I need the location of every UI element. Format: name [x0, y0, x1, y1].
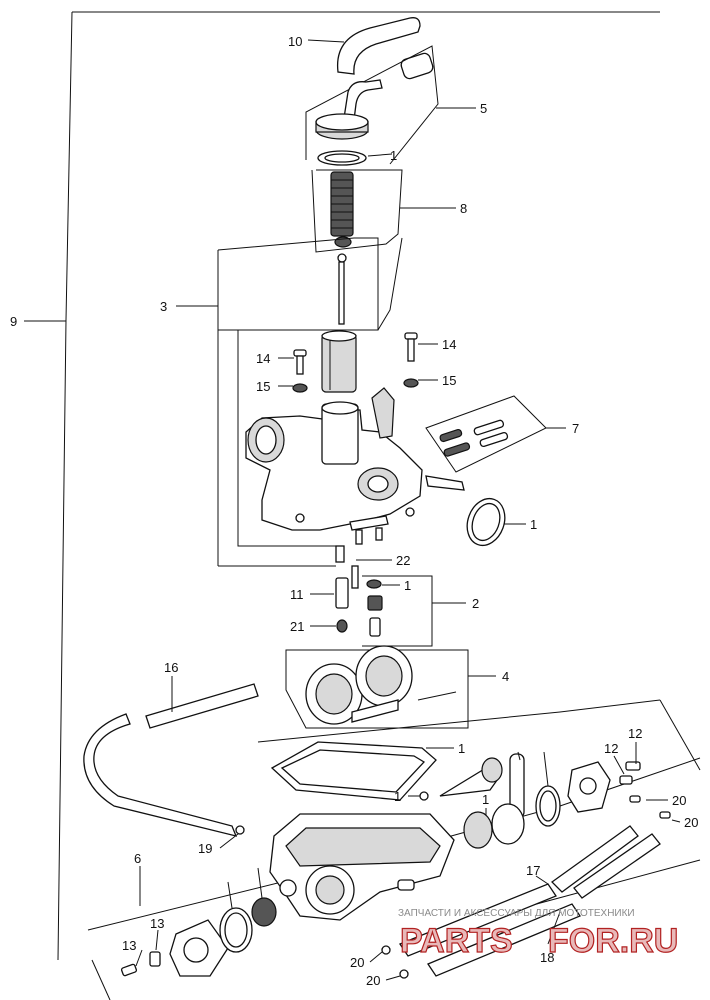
callout-label: 18 [540, 950, 554, 965]
callout-label: 13 [122, 938, 136, 953]
callout-label: 1 [404, 578, 411, 593]
float-side-parts [419, 753, 671, 849]
throttle-spring [330, 171, 354, 237]
callout-label: 19 [198, 841, 212, 856]
callout-label: 13 [150, 916, 164, 931]
callout-label: 2 [472, 596, 479, 611]
callout-label: 12 [628, 726, 642, 741]
top-cable-parts [305, 17, 439, 253]
bottom-cover-parts [120, 825, 409, 979]
watermark-tagline: ЗАПЧАСТИ И АКСЕССУАРЫ ДЛЯ МОТОТЕХНИКИ [398, 908, 635, 919]
callout-label: 1 [458, 741, 465, 756]
holder-assembly-4 [285, 645, 469, 729]
callout-label: 16 [164, 660, 178, 675]
needle-slide-group [217, 237, 403, 567]
callout-label: 20 [672, 793, 686, 808]
callout-label: 20 [684, 815, 698, 830]
callout-label: 10 [288, 34, 302, 49]
screws-14-15 [292, 332, 419, 393]
callout-label: 4 [502, 669, 509, 684]
callout-label: 21 [290, 619, 304, 634]
callout-label: 22 [396, 553, 410, 568]
float-chamber [269, 741, 455, 921]
callout-label: 9 [10, 314, 17, 329]
callout-labels: 10 5 1 8 3 9 14 14 15 15 7 1 22 1 11 2 2… [10, 34, 698, 988]
callout-label: 15 [442, 373, 456, 388]
callout-label: 1 [530, 517, 537, 532]
callout-label: 20 [350, 955, 364, 970]
callout-label: 15 [256, 379, 270, 394]
callout-label: 17 [526, 863, 540, 878]
watermark: ЗАПЧАСТИ И АКСЕССУАРЫ ДЛЯ МОТОТЕХНИКИ PA… [398, 908, 679, 961]
carburetor-body [245, 387, 465, 545]
callout-label: 12 [604, 741, 618, 756]
callout-label: 1 [390, 148, 397, 163]
callout-label: 6 [134, 851, 141, 866]
leader-lines [24, 39, 681, 981]
tube-16 [83, 683, 259, 837]
o-ring-inner [471, 502, 501, 542]
callout-label: 1 [394, 789, 401, 804]
callout-label: 8 [460, 201, 467, 216]
callout-label: 20 [366, 973, 380, 988]
watermark-brand-right: FOR.RU [548, 922, 678, 960]
watermark-brand-left: PARTS [400, 922, 513, 960]
callout-label: 5 [480, 101, 487, 116]
callout-label: 14 [442, 337, 456, 352]
callout-label: 1 [482, 792, 489, 807]
callout-label: 14 [256, 351, 270, 366]
callout-label: 7 [572, 421, 579, 436]
callout-label: 11 [290, 587, 304, 602]
callout-label: 3 [160, 299, 167, 314]
jets-kit-7 [425, 395, 547, 473]
drain-tubes [399, 825, 661, 977]
mid-small-parts [335, 545, 433, 647]
